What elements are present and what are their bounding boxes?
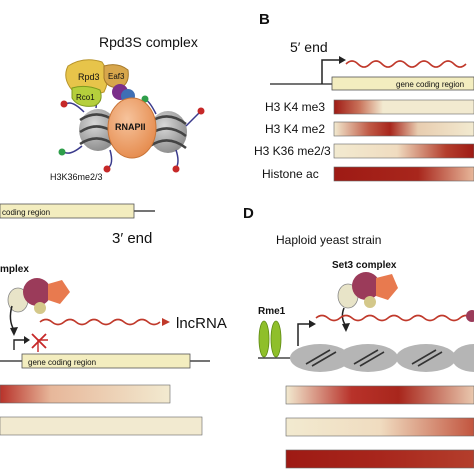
- nucleosome-d4: [452, 344, 474, 372]
- rnapii: RNAPII: [107, 84, 157, 159]
- panel-d: D Haploid yeast strain Set3 complex Rme1: [243, 205, 474, 469]
- lncrna-transcript: [39, 318, 161, 326]
- h3k4me2-bar: [333, 121, 474, 137]
- histone-ac-bar: [333, 166, 474, 182]
- set3-complex: [337, 272, 398, 309]
- tss-arrow-head-d: [309, 320, 316, 328]
- rpd3s-complex-title: Rpd3S complex: [99, 34, 198, 50]
- nucleosome-d3: [396, 344, 456, 372]
- mark-bar-d2: [285, 417, 474, 437]
- mark-bar-c1: [0, 384, 171, 404]
- coding-region-partial: coding region: [2, 208, 50, 217]
- tss-arrow-c1: [13, 339, 26, 350]
- eaf3-subunit: Eaf3: [103, 64, 129, 89]
- rna-transcript-b: [345, 60, 467, 68]
- nucleosome-d1: [290, 344, 350, 372]
- panel-b-label: B: [259, 11, 270, 28]
- block-mark-c: [31, 333, 47, 349]
- h3k4me2-label: H3 K4 me2: [265, 122, 325, 136]
- gene-box-b: [331, 76, 474, 91]
- panel-a-lower: coding region 3′ end: [0, 203, 155, 247]
- eaf3-label: Eaf3: [108, 72, 125, 81]
- haploid-label: Haploid yeast strain: [276, 233, 381, 247]
- three-end-label: 3′ end: [112, 230, 152, 247]
- rnapii-label: RNAPII: [115, 122, 146, 132]
- tss-arrow-head-c1: [24, 336, 30, 344]
- panel-c: mplex lncRNA gene coding region: [0, 264, 227, 436]
- complex-c: [7, 278, 70, 314]
- gene-coding-region-b: gene coding region: [396, 80, 464, 89]
- rme1-label: Rme1: [258, 306, 286, 317]
- set3-complex-label: Set3 complex: [332, 260, 397, 271]
- gene-box-c: [21, 353, 191, 369]
- curved-arrow-head-d: [342, 323, 350, 332]
- rco1-subunit: Rco1: [71, 85, 102, 107]
- panel-d-label: D: [243, 205, 254, 222]
- histone-ac-label: Histone ac: [262, 167, 319, 181]
- complex-partial-label: mplex: [0, 264, 29, 275]
- h3k4me3-label: H3 K4 me3: [265, 100, 325, 114]
- nucleosome-d2: [338, 344, 398, 372]
- gene-box-a: [0, 203, 135, 219]
- h3k36-label: H3K36me2/3: [50, 172, 103, 182]
- rna-transcript-d: [315, 314, 473, 322]
- rco1-label: Rco1: [76, 93, 95, 102]
- panel-b: B 5′ end gene coding region H3 K4 me3 H3…: [254, 11, 474, 182]
- mark-bar-c2: [0, 416, 203, 436]
- rpd3-subunit: Rpd3: [65, 59, 108, 96]
- lncrna-arrow-head: [162, 318, 170, 326]
- tss-arrow-head-b: [339, 56, 346, 64]
- mark-bar-d1: [285, 385, 474, 405]
- panel-a: Rpd3S complex: [50, 34, 205, 182]
- tss-arrow-d: [297, 323, 310, 346]
- rme1-protein: [258, 320, 282, 358]
- h3k36me23-label: H3 K36 me2/3: [254, 144, 331, 158]
- gene-coding-region-c: gene coding region: [28, 358, 96, 367]
- h3k36me23-bar: [333, 143, 474, 159]
- h3k4me3-bar: [333, 99, 474, 115]
- tss-arrow-b: [321, 59, 340, 84]
- mark-bar-d3: [285, 449, 474, 469]
- curved-arrow-head-c: [10, 327, 18, 336]
- complex-edge-d: [466, 310, 474, 322]
- rpd3-label: Rpd3: [78, 72, 100, 82]
- five-end-label: 5′ end: [290, 39, 328, 55]
- lncrna-label: lncRNA: [176, 315, 227, 332]
